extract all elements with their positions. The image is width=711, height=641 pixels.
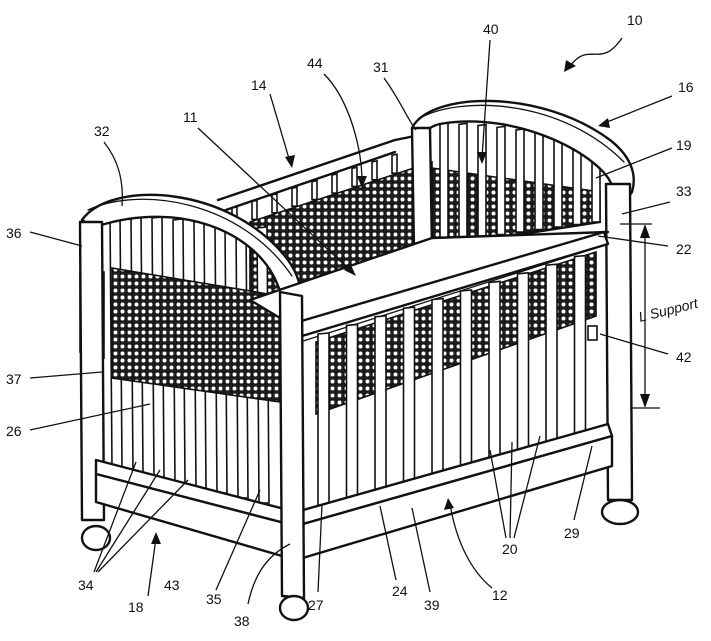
rear-slat: [271, 192, 278, 214]
ref-18: 18: [128, 599, 144, 615]
head-slat: [458, 122, 468, 241]
rear-slat: [391, 153, 398, 174]
rear-slat: [251, 199, 258, 221]
front-slat: [345, 323, 359, 511]
front-slat: [402, 306, 416, 495]
ref-42: 42: [676, 349, 692, 365]
ref-35: 35: [206, 591, 222, 607]
front-slat: [431, 297, 444, 486]
front-slat: [459, 289, 473, 478]
front-slat: [317, 332, 330, 519]
ref-22: 22: [676, 241, 692, 257]
foot-end-panel: [78, 193, 302, 552]
front-slat: [545, 263, 558, 454]
rear-slat: [331, 173, 338, 194]
ref-33: 33: [676, 183, 692, 199]
rear-slat: [351, 166, 358, 188]
ref-14: 14: [251, 77, 267, 93]
ref-26: 26: [6, 423, 22, 439]
ref-39: 39: [424, 597, 440, 613]
ref-40: 40: [483, 21, 499, 37]
front-side-panel: [94, 230, 614, 622]
ref-38: 38: [234, 613, 250, 629]
ref-32: 32: [94, 123, 110, 139]
ref-29: 29: [564, 525, 580, 541]
ref-34: 34: [78, 577, 94, 593]
head-slat: [553, 135, 563, 228]
ref-44: 44: [307, 55, 323, 71]
ref-36: 36: [6, 225, 22, 241]
head-slat: [515, 128, 525, 233]
ref-24: 24: [392, 583, 408, 599]
front-slat: [488, 280, 501, 470]
ref-31: 31: [373, 59, 389, 75]
rear-slat: [371, 159, 378, 181]
ref-20: 20: [502, 541, 518, 557]
head-slat: [439, 121, 449, 243]
rear-slat: [311, 179, 318, 201]
leader-lines: [29, 37, 673, 605]
ref-11: 11: [183, 109, 198, 125]
head-end-panel: [410, 99, 640, 526]
head-slat: [477, 123, 487, 238]
ref-37: 37: [6, 371, 22, 387]
rear-slat: [291, 186, 298, 207]
front-slat: [573, 254, 587, 445]
head-slat: [534, 131, 544, 231]
ref-12: 12: [492, 587, 508, 603]
front-slat: [374, 314, 387, 503]
reference-numerals: 10 40 44 31 14 16 11 32 19 33 36 22 42 3…: [6, 12, 694, 629]
support-label: L Support: [637, 294, 701, 324]
ref-19: 19: [676, 137, 692, 153]
front-slat: [516, 271, 530, 462]
ref-10: 10: [627, 12, 643, 28]
head-slat: [496, 125, 506, 236]
ref-16: 16: [678, 79, 694, 95]
ref-27: 27: [308, 597, 324, 613]
ref-43: 43: [164, 577, 180, 593]
